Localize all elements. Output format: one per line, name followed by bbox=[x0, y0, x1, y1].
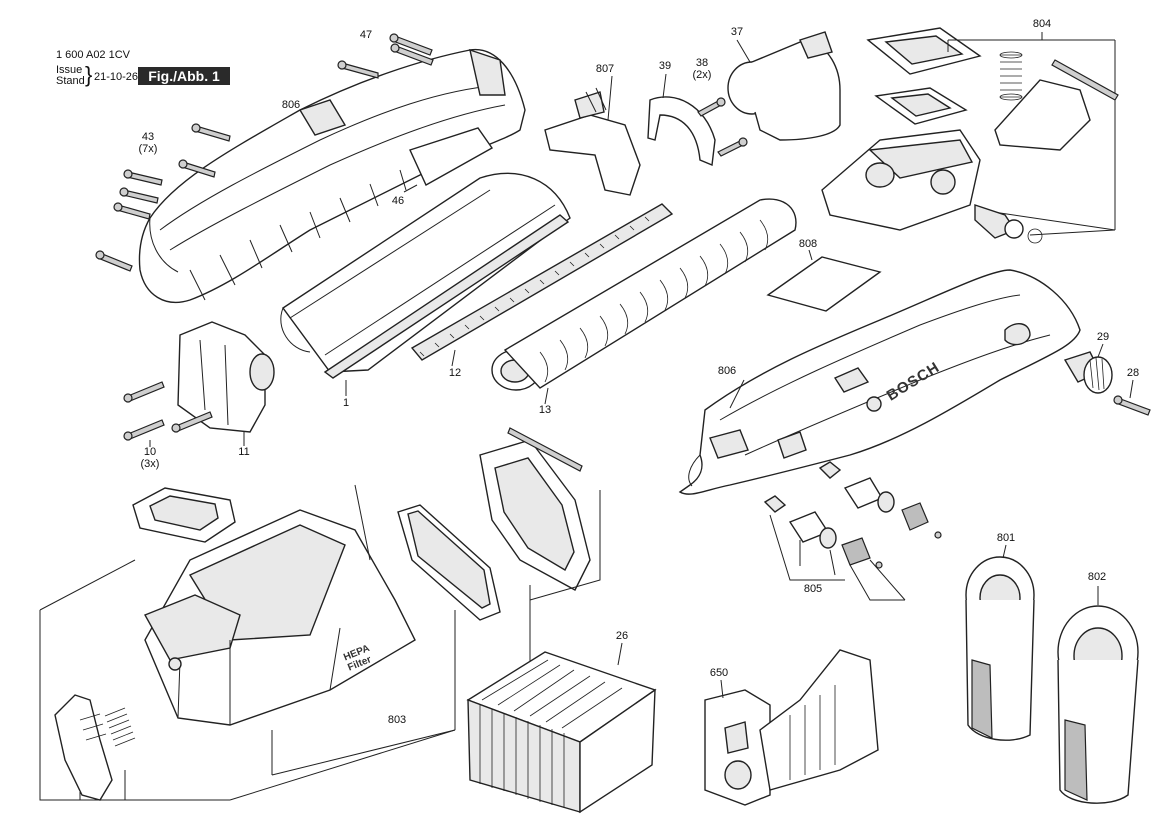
callout-43: 43 bbox=[141, 131, 155, 143]
figure-badge: Fig./Abb. 1 bbox=[138, 67, 230, 85]
callout-804: 804 bbox=[1032, 18, 1052, 30]
bellows-13 bbox=[491, 198, 797, 405]
callout-807: 807 bbox=[595, 63, 615, 75]
small-parts-kit-805 bbox=[763, 461, 942, 601]
screws-10 bbox=[123, 381, 213, 447]
callout-803: 803 bbox=[387, 714, 407, 726]
adjuster-knob-29 bbox=[1063, 343, 1113, 394]
label-sticker-808 bbox=[766, 249, 882, 312]
hose-guide-807 bbox=[544, 75, 641, 196]
upper-housing-806 bbox=[138, 48, 526, 304]
brace-glyph: } bbox=[85, 62, 93, 87]
screws-47 bbox=[337, 33, 434, 79]
screws-38 bbox=[697, 97, 748, 157]
callout-26: 26 bbox=[615, 630, 629, 642]
callout-12: 12 bbox=[448, 367, 462, 379]
callout-13: 13 bbox=[538, 404, 552, 416]
cover-1 bbox=[280, 172, 571, 396]
screws-43 bbox=[95, 123, 231, 272]
callout-37: 37 bbox=[730, 26, 744, 38]
gasket bbox=[397, 504, 501, 621]
end-bracket-11 bbox=[177, 321, 275, 446]
callout-28: 28 bbox=[1126, 367, 1140, 379]
callout-802: 802 bbox=[1087, 571, 1107, 583]
callout-650: 650 bbox=[709, 667, 729, 679]
callout-43-qty: (7x) bbox=[138, 143, 158, 155]
callout-806-mid: 806 bbox=[717, 365, 737, 377]
rack-rail-12 bbox=[410, 203, 674, 367]
callout-29: 29 bbox=[1096, 331, 1110, 343]
housing-806-right bbox=[678, 269, 1081, 495]
callout-808: 808 bbox=[798, 238, 818, 250]
adapter-802 bbox=[1057, 586, 1139, 804]
issue-label: Issue bbox=[56, 64, 83, 76]
callout-11: 11 bbox=[238, 446, 250, 458]
latch-button bbox=[54, 694, 113, 801]
adapter-801 bbox=[965, 544, 1035, 741]
filter-frame bbox=[479, 427, 591, 591]
clip-39 bbox=[647, 73, 716, 167]
module-650 bbox=[704, 649, 879, 806]
issue-date: 21-10-26 bbox=[94, 71, 139, 83]
callout-47: 47 bbox=[359, 29, 373, 41]
dust-box-803 bbox=[144, 484, 416, 726]
document-number: 1 600 A02 1CV bbox=[56, 49, 131, 61]
hepa-filter-26 bbox=[466, 642, 657, 814]
spring bbox=[104, 707, 136, 747]
callout-10-qty: (3x) bbox=[140, 458, 160, 470]
filter-frame-kit-804 bbox=[821, 27, 1119, 244]
stand-label: Stand bbox=[56, 75, 85, 87]
callout-38-qty: (2x) bbox=[692, 69, 712, 81]
assembly-lines-803 bbox=[39, 490, 601, 801]
callout-806-top: 806 bbox=[281, 99, 301, 111]
seal-frame-left bbox=[132, 487, 236, 543]
callout-805: 805 bbox=[803, 583, 823, 595]
callout-1: 1 bbox=[342, 397, 350, 409]
screw-28 bbox=[1113, 379, 1151, 416]
callout-801: 801 bbox=[996, 532, 1016, 544]
callout-46: 46 bbox=[391, 195, 405, 207]
adapter-37 bbox=[727, 31, 841, 141]
callout-10: 10 bbox=[143, 446, 157, 458]
label-sticker-46 bbox=[403, 127, 494, 193]
callout-38: 38 bbox=[695, 57, 709, 69]
callout-39: 39 bbox=[658, 60, 672, 72]
